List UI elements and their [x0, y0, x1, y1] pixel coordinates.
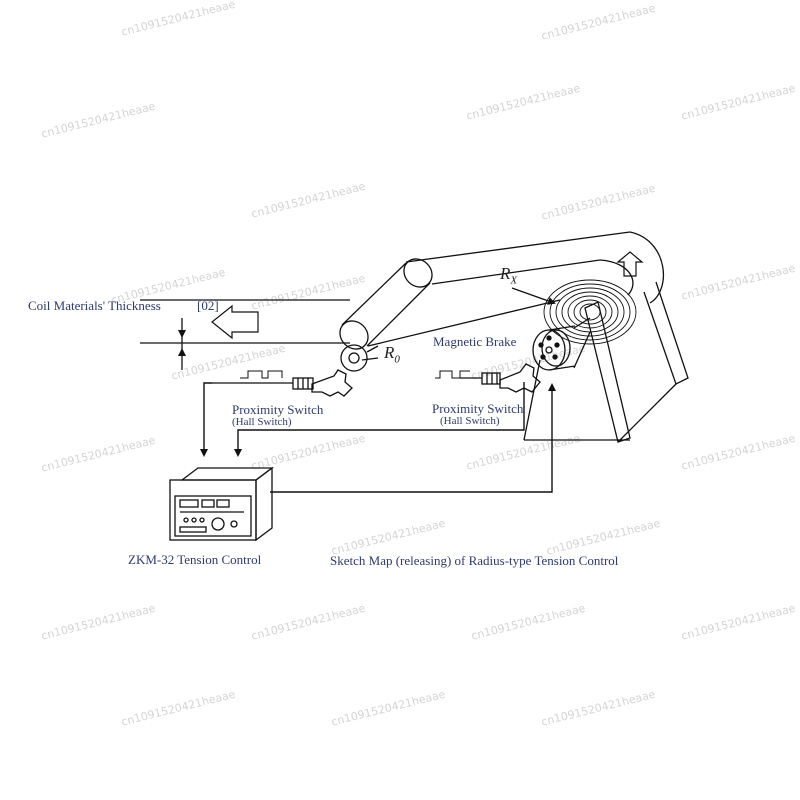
- thickness-value: [02]: [197, 298, 219, 313]
- rx-label: RX: [500, 264, 517, 286]
- support-stand: [523, 281, 689, 443]
- diagram-caption: Sketch Map (releasing) of Radius-type Te…: [330, 553, 619, 568]
- signal-wiring: [200, 382, 556, 493]
- hall-switch-right-label: (Hall Switch): [440, 415, 500, 427]
- r0-arrow: [361, 357, 379, 361]
- controller-unit: [169, 466, 274, 542]
- hall-switch-left-label: (Hall Switch): [232, 416, 292, 428]
- coil-drum: [543, 279, 637, 345]
- proximity-switch-left-label: Proximity Switch: [232, 402, 324, 417]
- left-proximity-switch-drawing: [212, 369, 353, 397]
- rx-main: R: [500, 264, 511, 283]
- guide-roller: [339, 258, 433, 350]
- thickness-reference-lines: [140, 299, 350, 370]
- r0-main: R: [384, 343, 395, 362]
- proximity-switch-right-label: Proximity Switch: [432, 401, 524, 416]
- magnetic-brake-label: Magnetic Brake: [433, 334, 517, 349]
- r0-sub: 0: [394, 353, 400, 366]
- rx-sub: X: [510, 274, 518, 287]
- r0-label: R0: [384, 343, 400, 365]
- feed-direction-arrow: [211, 304, 259, 340]
- rx-arrow: [511, 287, 556, 305]
- magnetic-brake-drawing: [532, 317, 591, 371]
- material-web: [367, 231, 664, 347]
- measuring-roller: [340, 344, 379, 372]
- thickness-label: Coil Materials' Thickness: [28, 298, 161, 313]
- controller-label: ZKM-32 Tension Control: [128, 552, 262, 567]
- rotation-arrow: [616, 251, 644, 277]
- right-proximity-switch-drawing: [435, 363, 541, 393]
